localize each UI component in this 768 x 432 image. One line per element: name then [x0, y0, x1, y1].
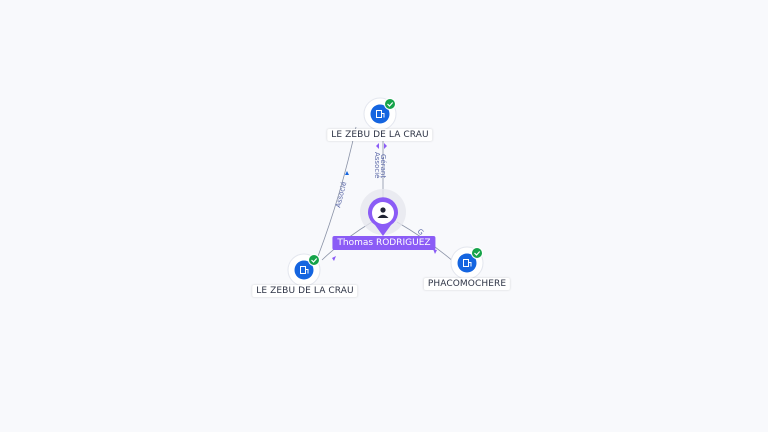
- building-icon: [376, 110, 385, 118]
- company-label-right[interactable]: PHACOMOCHERE: [423, 278, 511, 290]
- building-icon: [300, 266, 309, 274]
- edge-label-associe-top: Associé: [373, 152, 381, 178]
- company-node-top[interactable]: [363, 97, 397, 131]
- edge-label-gerant: Gérant: [379, 154, 387, 178]
- edge-arrow: [384, 143, 387, 149]
- check-icon: [308, 254, 320, 266]
- check-icon: [384, 98, 396, 110]
- company-node-right[interactable]: [450, 246, 484, 280]
- edge-arrow: [376, 143, 379, 149]
- building-icon: [463, 259, 472, 267]
- edge-arrow: [332, 256, 336, 261]
- check-icon: [471, 247, 483, 259]
- company-label-left[interactable]: LE ZEBU DE LA CRAU: [252, 285, 358, 297]
- edge-arrow: [345, 171, 349, 175]
- person-label[interactable]: Thomas RODRIGUEZ: [332, 236, 436, 250]
- edge-label-g: G: [416, 227, 425, 237]
- edge-label-associe-left: Associé: [334, 181, 348, 209]
- edge-arrow: [433, 249, 437, 254]
- person-node[interactable]: [360, 189, 406, 236]
- company-node-left[interactable]: [287, 253, 321, 287]
- company-label-top[interactable]: LE ZEBU DE LA CRAU: [327, 129, 433, 141]
- edge-company-top-company-left: [314, 126, 357, 265]
- user-icon: [377, 207, 389, 218]
